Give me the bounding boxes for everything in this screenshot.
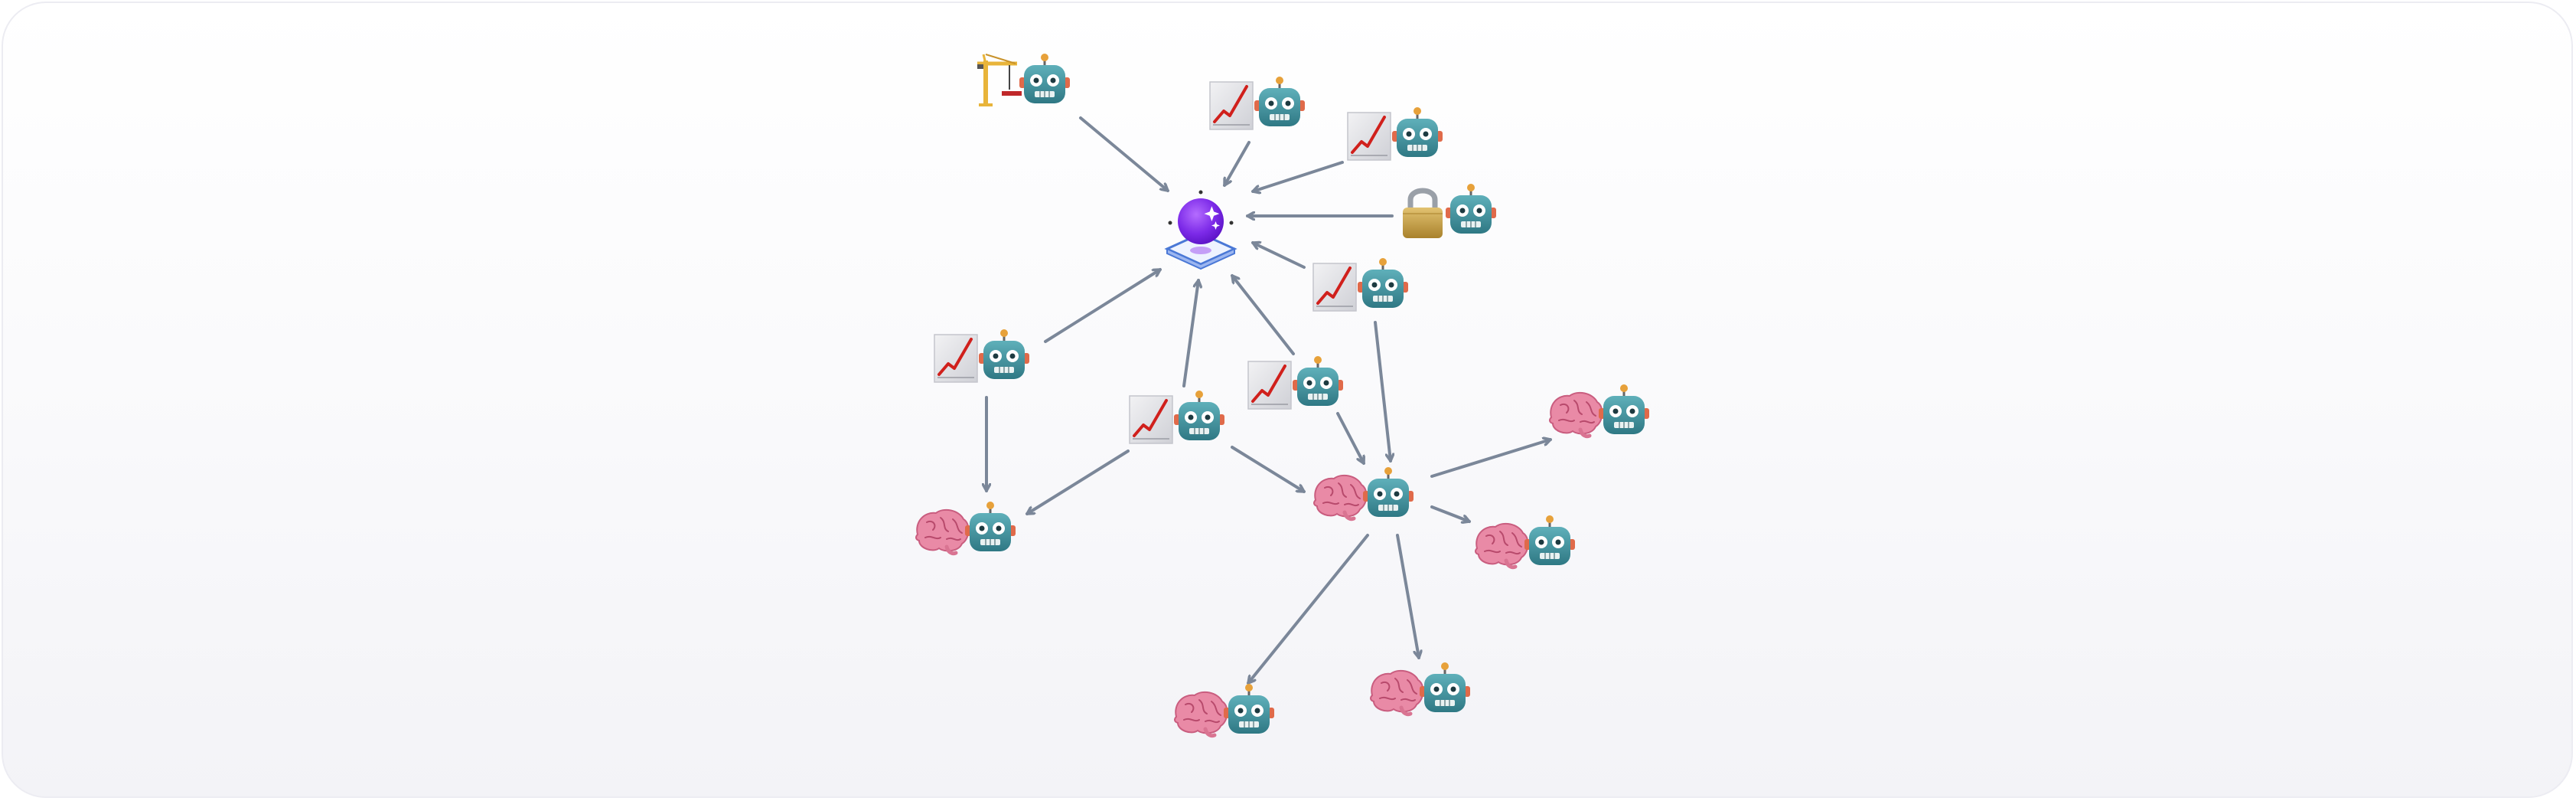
glowing-orb-on-platform-icon[interactable] — [1164, 190, 1237, 270]
padlock-icon — [1403, 188, 1443, 238]
chart-agent-3[interactable] — [1312, 258, 1408, 312]
edge-chart-agent-5-to-hub — [1182, 279, 1198, 387]
edges — [986, 116, 1552, 685]
edge-chart-agent-6-to-hub — [1231, 274, 1295, 355]
brain-agent-1[interactable] — [915, 502, 1016, 556]
robot-icon — [1420, 662, 1470, 712]
lock-agent[interactable] — [1403, 184, 1496, 238]
chart-agent-6[interactable] — [1247, 356, 1343, 410]
construction-crane-icon — [977, 54, 1022, 106]
robot-icon — [1174, 391, 1224, 440]
robot-icon — [979, 329, 1029, 379]
robot-icon — [1019, 54, 1070, 103]
chart-increasing-icon — [934, 334, 978, 383]
chart-increasing-icon — [1209, 81, 1254, 130]
edge-brain-agent-2-to-brain-agent-3 — [1430, 440, 1552, 478]
edge-crane-agent-to-hub — [1079, 116, 1169, 192]
robot-icon — [1524, 515, 1575, 565]
chart-agent-1[interactable] — [1209, 77, 1305, 130]
edge-chart-agent-1-to-hub — [1223, 141, 1251, 187]
edge-chart-agent-5-to-brain-agent-1 — [1026, 450, 1130, 515]
edge-chart-agent-5-to-brain-agent-2 — [1231, 446, 1306, 493]
robot-icon — [1254, 77, 1305, 126]
edge-chart-agent-2-to-hub — [1251, 161, 1344, 191]
robot-icon — [1599, 384, 1649, 434]
brain-icon — [915, 508, 970, 556]
brain-icon — [1313, 474, 1368, 521]
chart-agent-5[interactable] — [1129, 391, 1224, 444]
robot-icon — [1446, 184, 1496, 234]
chart-increasing-icon — [1247, 361, 1292, 410]
robot-icon — [1224, 684, 1274, 734]
brain-icon — [1370, 669, 1424, 717]
edge-chart-agent-3-to-hub — [1251, 243, 1306, 269]
brain-icon — [1549, 391, 1603, 439]
agent-nodes — [977, 54, 1070, 106]
crane-agent[interactable] — [977, 54, 1070, 106]
chart-agent-4[interactable] — [934, 329, 1029, 383]
robot-icon — [1392, 107, 1443, 157]
edge-brain-agent-2-to-brain-agent-6 — [1396, 534, 1419, 659]
brain-agent-5[interactable] — [1174, 684, 1274, 738]
robot-icon — [1363, 467, 1414, 517]
chart-increasing-icon — [1347, 112, 1391, 161]
brain-agent-2[interactable] — [1313, 467, 1414, 521]
robot-icon — [1358, 258, 1408, 308]
agent-network-diagram — [915, 54, 1649, 738]
edge-chart-agent-4-to-hub — [1044, 268, 1162, 343]
edge-brain-agent-2-to-brain-agent-4 — [1430, 505, 1471, 521]
edge-brain-agent-2-to-brain-agent-5 — [1247, 534, 1369, 685]
robot-icon — [1293, 356, 1343, 406]
edge-chart-agent-6-to-brain-agent-2 — [1336, 412, 1364, 465]
edge-chart-agent-3-to-brain-agent-2 — [1374, 321, 1391, 463]
chart-increasing-icon — [1312, 263, 1357, 312]
brain-agent-4[interactable] — [1475, 515, 1575, 570]
chart-increasing-icon — [1129, 395, 1173, 444]
brain-icon — [1174, 691, 1228, 738]
chart-agent-2[interactable] — [1347, 107, 1443, 161]
brain-agent-3[interactable] — [1549, 384, 1649, 439]
brain-icon — [1475, 522, 1529, 570]
robot-icon — [965, 502, 1016, 551]
brain-agent-6[interactable] — [1370, 662, 1470, 717]
